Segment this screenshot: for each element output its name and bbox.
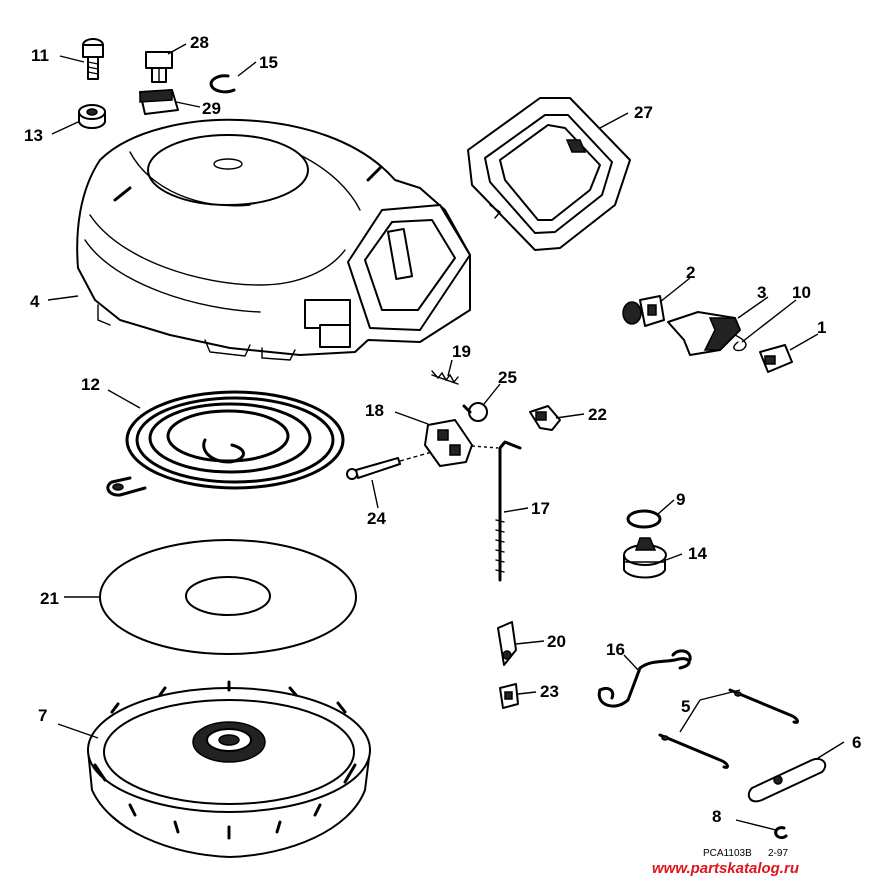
- arm-6-drawing: [747, 758, 827, 803]
- cam-18-drawing: [424, 419, 473, 467]
- callout-7: 7: [38, 706, 47, 725]
- spring-plate-drawing: [99, 539, 357, 655]
- callout-15: 15: [259, 53, 278, 72]
- callout-12: 12: [81, 375, 100, 394]
- handle-insert-drawing: [467, 97, 631, 251]
- leader-lines: [47, 43, 845, 831]
- wire-link-16-drawing: [597, 649, 692, 708]
- callout-8: 8: [712, 807, 721, 826]
- callout-6: 6: [852, 733, 861, 752]
- bracket-2-drawing: [622, 295, 665, 327]
- callout-10: 10: [792, 283, 811, 302]
- callout-27: 27: [634, 103, 653, 122]
- pin-24-drawing: [346, 451, 433, 480]
- rods-5-drawing: [658, 688, 799, 769]
- callout-14: 14: [688, 544, 707, 563]
- callout-4: 4: [30, 292, 40, 311]
- callout-25: 25: [498, 368, 517, 387]
- clip-23-drawing: [499, 683, 519, 709]
- callout-2: 2: [686, 263, 695, 282]
- detent-1-drawing: [759, 344, 793, 373]
- rewind-spring-drawing: [106, 390, 345, 497]
- clip-20-drawing: [497, 621, 517, 666]
- pulley-drawing: [87, 680, 371, 858]
- drawing-code: PCA1103B: [703, 848, 752, 859]
- callout-5: 5: [681, 697, 690, 716]
- spacer-drawing: [78, 104, 106, 129]
- clip-28-drawing: [145, 51, 173, 83]
- callout-17: 17: [531, 499, 550, 518]
- callout-13: 13: [24, 126, 43, 145]
- callout-11: 11: [31, 46, 49, 65]
- retaining-ring-15-drawing: [209, 74, 236, 94]
- cap-14-drawing: [623, 537, 667, 579]
- lever-3-drawing: [667, 311, 747, 356]
- oring-9-drawing: [626, 509, 662, 529]
- ering-8-drawing: [774, 826, 788, 840]
- callout-18: 18: [365, 401, 384, 420]
- callout-29: 29: [202, 99, 221, 118]
- callout-22: 22: [588, 405, 607, 424]
- callout-16: 16: [606, 640, 625, 659]
- callout-3: 3: [757, 283, 766, 302]
- date-code: 2-97: [768, 848, 788, 859]
- knob-25-drawing: [462, 402, 488, 422]
- callout-21: 21: [40, 589, 59, 608]
- link-rod-drawing: [471, 440, 522, 582]
- callout-23: 23: [540, 682, 559, 701]
- screw-drawing: [82, 38, 104, 80]
- callout-1: 1: [817, 318, 826, 337]
- callout-20: 20: [547, 632, 566, 651]
- callout-28: 28: [190, 33, 209, 52]
- callout-19: 19: [452, 342, 471, 361]
- clip-22-drawing: [529, 405, 561, 431]
- callout-24: 24: [367, 509, 386, 528]
- starter-housing-drawing: [76, 118, 471, 361]
- pad-drawing: [139, 89, 179, 115]
- callout-labels: 1 2 3 4 5 6 7 8 9 10 11 12 13 14 15 16 1…: [24, 33, 861, 826]
- watermark-link[interactable]: www.partskatalog.ru: [652, 860, 799, 877]
- callout-9: 9: [676, 490, 685, 509]
- spring-19-drawing: [431, 370, 459, 385]
